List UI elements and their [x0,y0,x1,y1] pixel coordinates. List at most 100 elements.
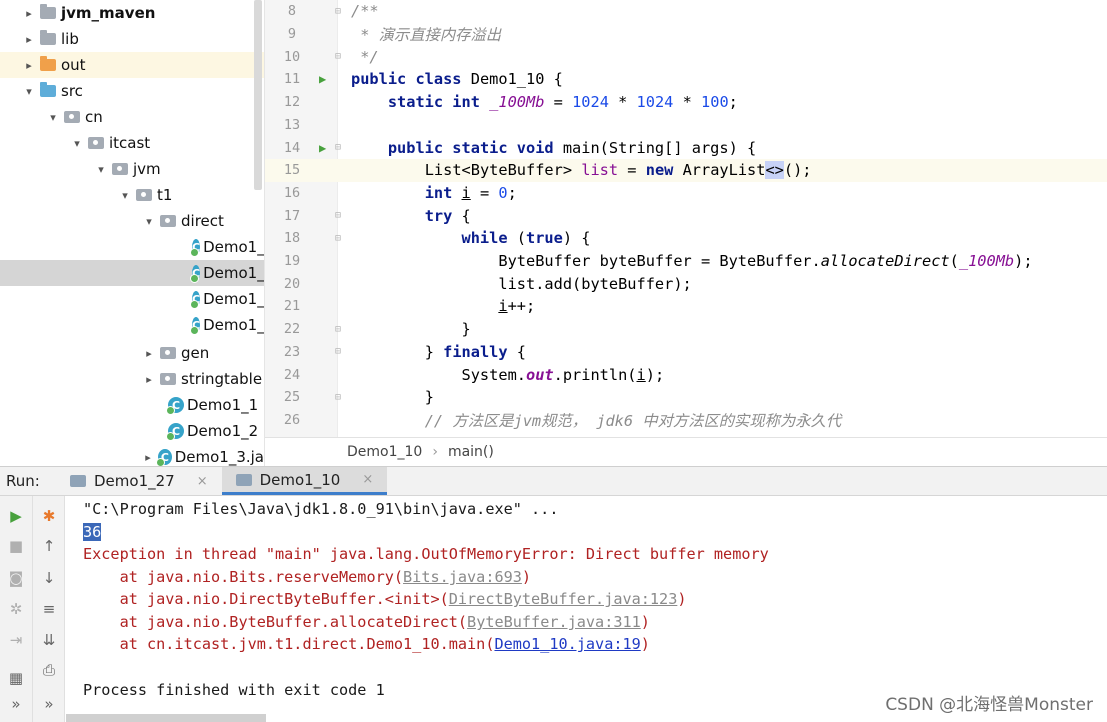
close-icon[interactable]: × [362,472,374,487]
close-icon[interactable]: × [196,473,208,489]
code-line-24[interactable]: 24 System.out.println(i); [265,363,1107,386]
code-line-13[interactable]: 13 [265,114,1107,137]
code-line-23[interactable]: 23⊟ } finally { [265,341,1107,364]
run-icon[interactable]: ▶ [10,507,22,525]
code-line-21[interactable]: 21 i++; [265,295,1107,318]
code-text: } finally { [424,342,527,361]
code-line-18[interactable]: 18⊟ while (true) { [265,227,1107,250]
tree-item-src[interactable]: ▾ src [0,78,264,104]
tree-item-class-selected[interactable]: C Demo1_ [0,260,264,286]
fold-icon[interactable]: ⊟ [334,232,342,244]
code-text: list.add(byteBuffer); [498,274,692,293]
scroll-to-end-icon[interactable]: ⇊ [42,631,56,649]
debug-icon[interactable]: ✲ [9,600,23,618]
chevron-right-icon[interactable]: ▸ [145,450,151,464]
chevron-right-icon[interactable]: ▸ [26,58,32,72]
stack-trace-link[interactable]: Demo1_10.java:19 [494,635,641,653]
code-text: static int _100Mb = 1024 * 1024 * 100; [387,93,738,112]
fold-icon[interactable]: ⊟ [334,51,342,63]
package-icon [160,215,176,227]
chevron-down-icon[interactable]: ▾ [122,188,128,202]
fold-icon[interactable]: ⊟ [334,142,342,154]
run-tab-demo1-27[interactable]: Demo1_27 × [56,467,222,495]
stack-trace-link[interactable]: Bits.java:693 [403,568,522,586]
fold-icon[interactable]: ⊟ [334,346,342,358]
chevron-right-icon[interactable]: ▸ [26,32,32,46]
tree-item-demo1-3[interactable]: ▸ C Demo1_3.ja [0,444,264,466]
tree-item-t1[interactable]: ▾ t1 [0,182,264,208]
code-line-19[interactable]: 19 ByteBuffer byteBuffer = ByteBuffer.al… [265,250,1107,273]
arrow-down-icon[interactable]: ↓ [42,569,56,587]
run-gutter-icon[interactable]: ▶ [319,140,327,155]
fold-icon[interactable]: ⊟ [334,323,342,335]
line-number: 9 [287,26,297,43]
code-text: System.out.println(i); [461,365,665,384]
stop-icon[interactable]: ■ [8,537,24,555]
tree-item-direct[interactable]: ▾ direct [0,208,264,234]
breadcrumb-class[interactable]: Demo1_10 [347,444,423,460]
tree-item-jvm[interactable]: ▾ jvm [0,156,264,182]
code-line-14[interactable]: 14▶⊟ public static void main(String[] ar… [265,136,1107,159]
console-output[interactable]: "C:\Program Files\Java\jdk1.8.0_91\bin\j… [66,496,1107,722]
tree-item-stringtable[interactable]: ▸ stringtable [0,366,264,392]
more-icon[interactable]: » [44,695,54,713]
wrap-icon[interactable]: ≡ [42,600,56,618]
tree-item-out[interactable]: ▸ out [0,52,264,78]
code-line-9[interactable]: 9 * 演示直接内存溢出 [265,23,1107,46]
code-line-15[interactable]: 15 List<ByteBuffer> list = new ArrayList… [265,158,1107,182]
code-line-16[interactable]: 16 int i = 0; [265,182,1107,205]
layout-icon[interactable]: ▦ [8,669,24,687]
code-line-17[interactable]: 17⊟ try { [265,204,1107,227]
chevron-right-icon[interactable]: ▸ [146,346,152,360]
tree-item-class[interactable]: C Demo1_ [0,234,264,260]
code-line-8[interactable]: 8⊟ /** [265,0,1107,23]
tree-item-class[interactable]: C Demo1_ [0,312,264,338]
arrow-up-icon[interactable]: ↑ [42,537,56,555]
run-toolbar-left: ▶ ■ ◙ ✲ ⇥ ▦ » [0,496,33,722]
more-icon[interactable]: » [11,695,21,713]
chevron-right-icon[interactable]: ▸ [146,372,152,386]
login-icon[interactable]: ⇥ [9,631,23,649]
fold-icon[interactable]: ⊟ [334,5,342,17]
pin-icon[interactable]: ✱ [42,507,56,525]
chevron-down-icon[interactable]: ▾ [146,214,152,228]
tree-item-demo1-2[interactable]: C Demo1_2 [0,418,264,444]
code-line-22[interactable]: 22⊟ } [265,318,1107,341]
tree-item-lib[interactable]: ▸ lib [0,26,264,52]
chevron-right-icon[interactable]: ▸ [26,6,32,20]
tree-item-cn[interactable]: ▾ cn [0,104,264,130]
code-line-10[interactable]: 10⊟ */ [265,45,1107,68]
code-line-12[interactable]: 12 static int _100Mb = 1024 * 1024 * 100… [265,91,1107,114]
tree-item-demo1-1[interactable]: C Demo1_1 [0,392,264,418]
tree-item-class[interactable]: C Demo1_ [0,286,264,312]
chevron-down-icon[interactable]: ▾ [26,84,32,98]
tree-item-gen[interactable]: ▸ gen [0,340,264,366]
tree-scrollbar[interactable] [254,0,262,190]
fold-icon[interactable]: ⊟ [334,210,342,222]
line-number: 21 [283,298,301,315]
console-scrollbar[interactable] [66,714,266,722]
stack-trace-line: at java.nio.ByteBuffer.allocateDirect(By… [83,613,650,631]
line-number: 8 [287,3,297,20]
breadcrumb-method[interactable]: main() [447,444,494,460]
stack-trace-link[interactable]: ByteBuffer.java:311 [467,613,641,631]
tree-item-label: jvm [133,160,161,178]
run-tab-demo1-10[interactable]: Demo1_10 × [221,467,388,495]
camera-icon[interactable]: ◙ [8,569,24,587]
run-gutter-icon[interactable]: ▶ [319,72,327,87]
code-line-26[interactable]: 26 // 方法区是jvm规范， jdk6 中对方法区的实现称为永久代 [265,409,1107,432]
tree-item-itcast[interactable]: ▾ itcast [0,130,264,156]
stack-trace-link[interactable]: DirectByteBuffer.java:123 [448,590,678,608]
print-icon[interactable]: ⎙ [42,661,55,679]
chevron-down-icon[interactable]: ▾ [74,136,80,150]
chevron-down-icon[interactable]: ▾ [50,110,56,124]
code-editor[interactable]: 8⊟ /** 9 * 演示直接内存溢出 10⊟ */ 11▶ public cl… [264,0,1107,466]
tree-item-label: Demo1_1 [187,396,259,414]
chevron-down-icon[interactable]: ▾ [98,162,104,176]
tree-item-jvm-maven[interactable]: ▸ jvm_maven [0,0,264,26]
fold-icon[interactable]: ⊟ [334,391,342,403]
code-line-25[interactable]: 25⊟ } [265,386,1107,409]
console-exception: Exception in thread "main" java.lang.Out… [83,545,769,563]
code-line-20[interactable]: 20 list.add(byteBuffer); [265,272,1107,295]
code-line-11[interactable]: 11▶ public class Demo1_10 { [265,68,1107,91]
